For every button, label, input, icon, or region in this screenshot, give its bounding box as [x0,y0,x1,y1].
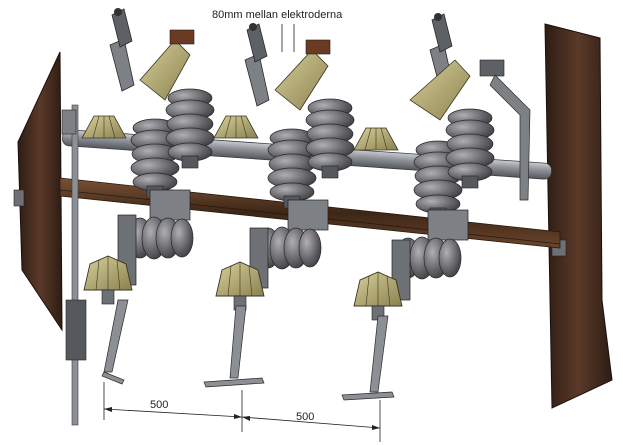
arrester-unit-2 [203,22,355,388]
spacing-dimension: 500 500 [103,382,381,442]
right-wooden-post [544,23,613,409]
ground-rod [61,104,87,426]
arrester-unit-3 [341,12,531,401]
spacing-label-right: 500 [296,411,314,423]
electrode-gap-annotation: 80mm mellan elektroderna [212,9,343,52]
electrode-gap-label: 80mm mellan elektroderna [212,9,343,21]
arrester-unit-1 [81,7,215,385]
spacing-label-left: 500 [150,399,168,411]
left-wooden-post [13,51,63,332]
